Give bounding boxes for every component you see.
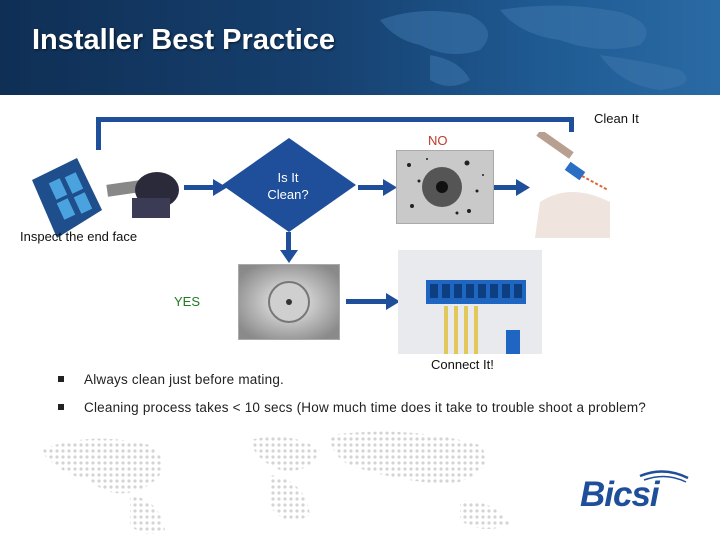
- clean-endface-image: [238, 264, 340, 340]
- dirty-endface-image: [396, 150, 494, 224]
- patch-panel-image: [398, 250, 542, 354]
- no-label: NO: [428, 133, 448, 148]
- inspection-scope-image: [22, 150, 184, 240]
- bullet-text: Cleaning process takes < 10 secs (How mu…: [84, 400, 647, 415]
- arrow-to-decision: [183, 179, 227, 196]
- slide-title: Installer Best Practice: [32, 24, 336, 56]
- bullet-list: Always clean just before mating. Cleanin…: [58, 372, 646, 428]
- bullet-item: Always clean just before mating.: [58, 372, 646, 387]
- arrow-to-connect: [346, 293, 400, 310]
- inspect-label: Inspect the end face: [20, 229, 138, 244]
- bullet-icon: [58, 376, 64, 382]
- arrow-to-clean: [493, 179, 530, 196]
- bullet-icon: [58, 404, 64, 410]
- bullet-item: Cleaning process takes < 10 secs (How mu…: [58, 400, 646, 415]
- arrow-no-to-dirty: [358, 179, 397, 196]
- decision-line-2: Clean?: [267, 187, 309, 202]
- clean-it-label: Clean It: [594, 111, 639, 126]
- yes-label: YES: [174, 294, 201, 309]
- arrow-yes-down: [280, 232, 298, 263]
- bicsi-logo-text: Bicsi: [580, 475, 660, 514]
- world-map-graphic: [380, 5, 687, 90]
- decision-diamond: [222, 138, 356, 232]
- dotted-world-map: [40, 431, 510, 534]
- cleaning-tool-image: [530, 132, 614, 238]
- decision-text: Is It Clean?: [248, 169, 328, 203]
- bicsi-logo: [639, 470, 689, 483]
- loop-line-top: [96, 117, 574, 122]
- bullet-text: Always clean just before mating.: [84, 372, 284, 387]
- connect-label: Connect It!: [431, 357, 494, 372]
- decision-line-1: Is It: [277, 170, 299, 185]
- header-banner: Installer Best Practice: [0, 0, 720, 95]
